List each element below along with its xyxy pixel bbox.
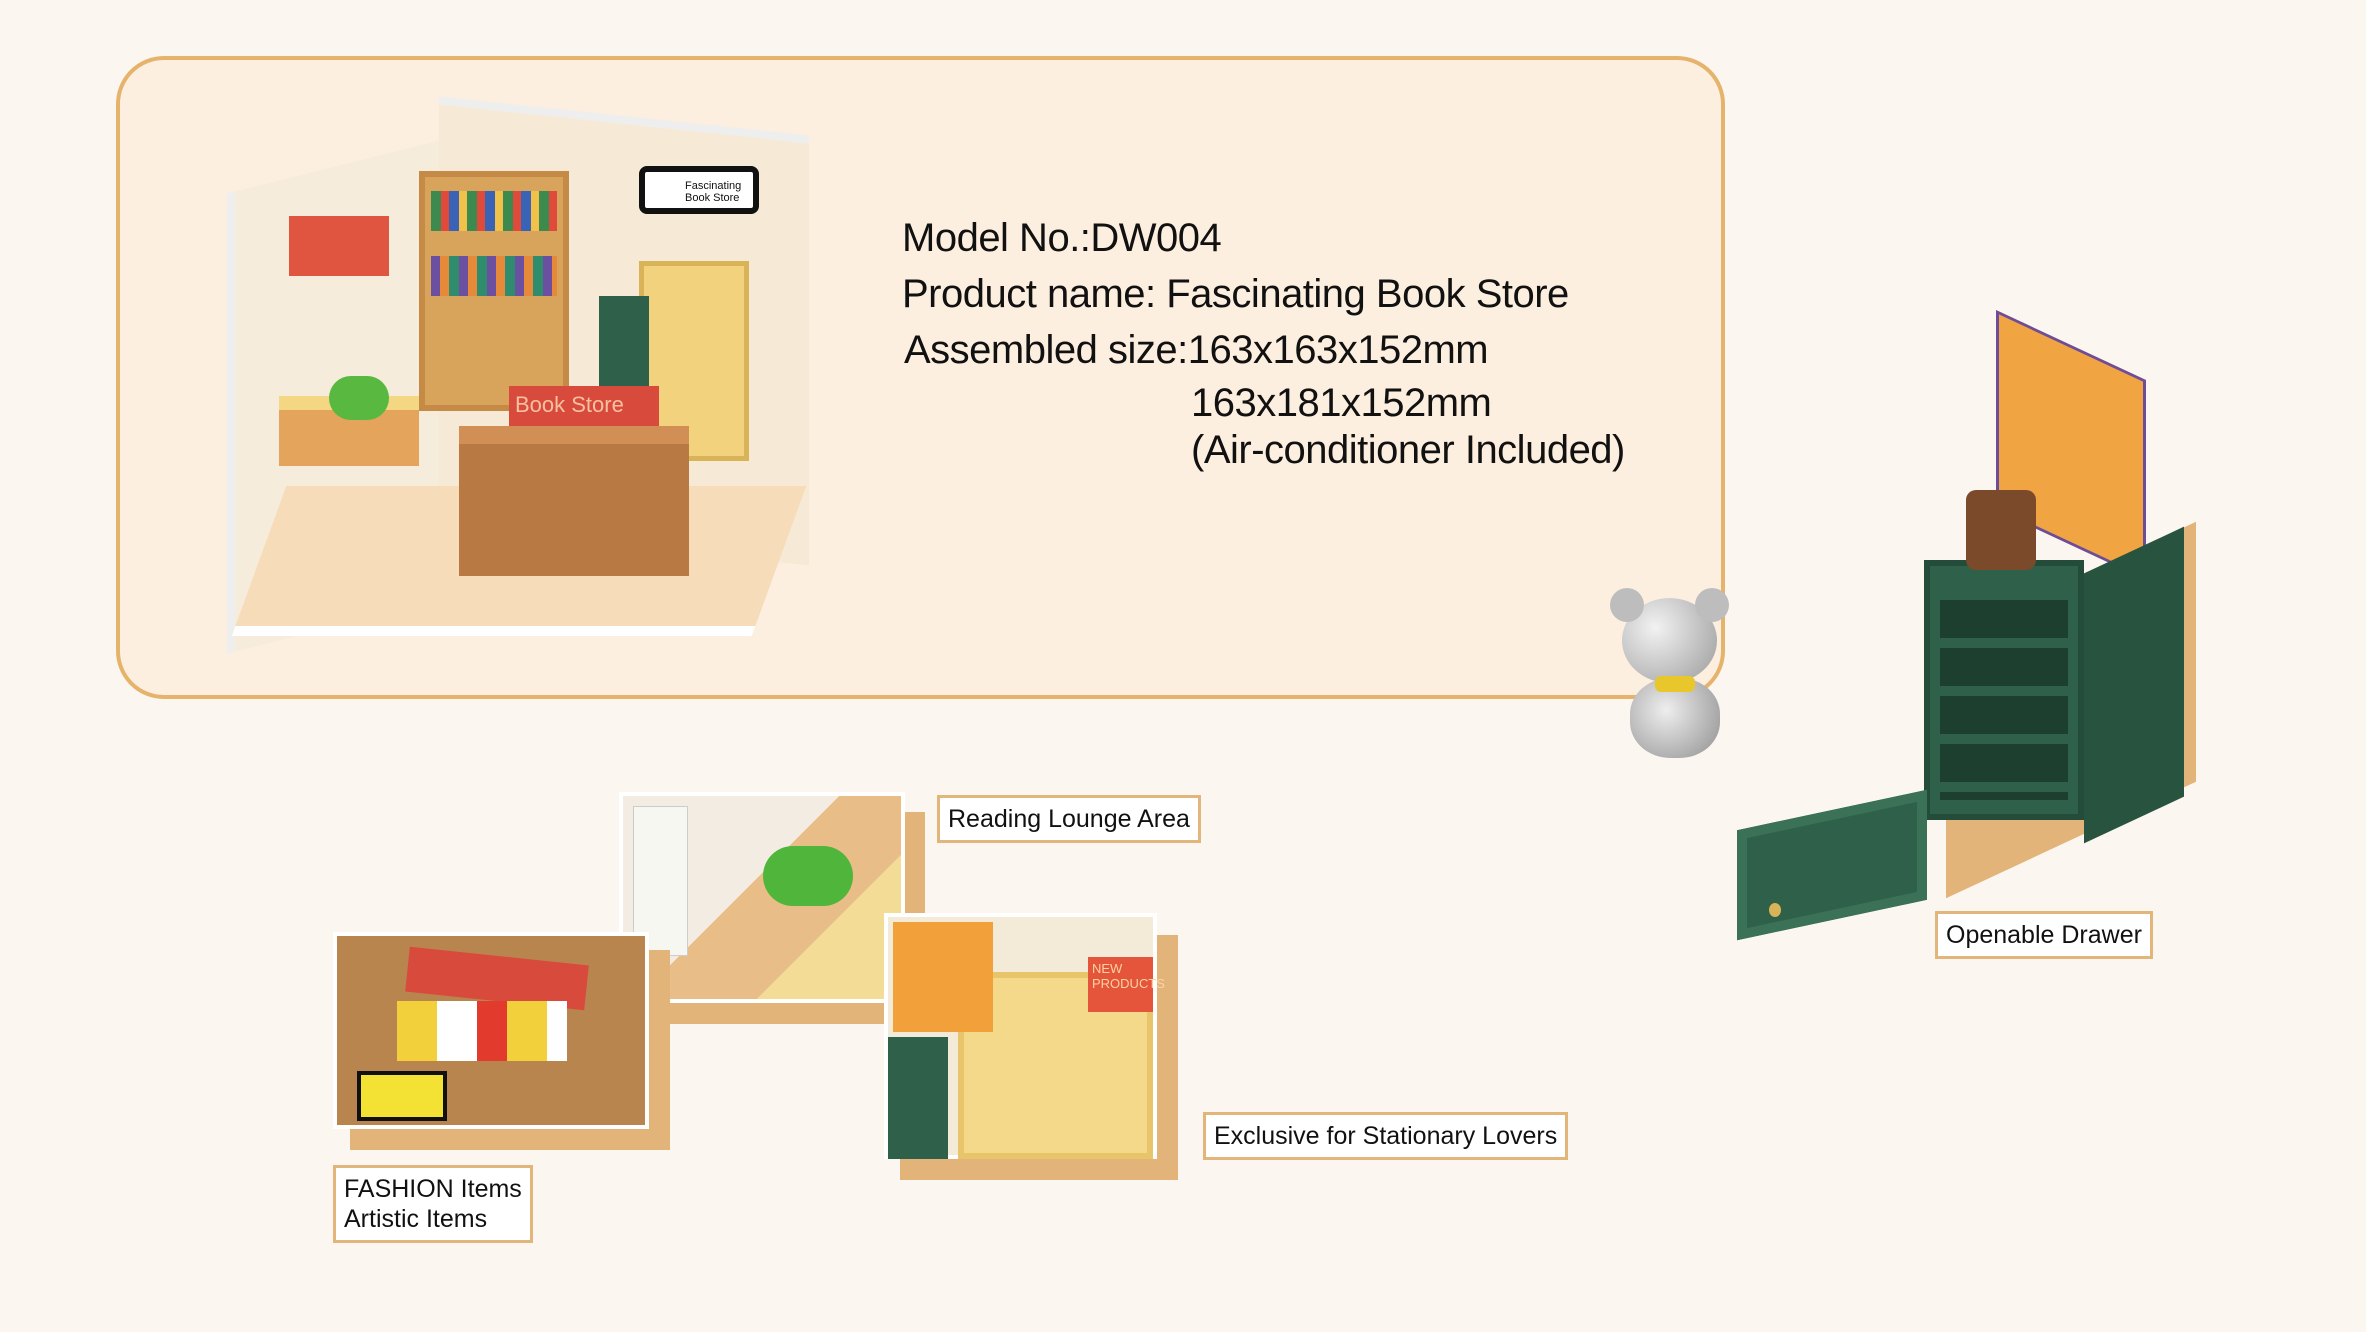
assembled-size: Assembled size:163x163x152mm [904, 328, 1489, 372]
stationary-label: Exclusive for Stationary Lovers [1203, 1112, 1569, 1160]
fashion-label-line2: Artistic Items [344, 1205, 488, 1233]
silver-bear-image [1600, 588, 1743, 762]
new-products-sign: NEW PRODUCTS [1088, 957, 1165, 1012]
size-note: (Air-conditioner Included) [1191, 428, 1625, 472]
model-number: Model No.:DW004 [902, 216, 1222, 260]
openable-drawer-label: Openable Drawer [1935, 911, 2153, 959]
dollhouse-image: Book Store Fascinating Book Store [219, 96, 815, 654]
assembled-size-alt: 163x181x152mm [1191, 381, 1492, 425]
fashion-items-label: FASHION Items Artistic Items [333, 1165, 533, 1243]
reading-lounge-label: Reading Lounge Area [937, 795, 1201, 843]
fashion-label-line1: FASHION Items [344, 1175, 522, 1203]
product-name: Product name: Fascinating Book Store [902, 272, 1569, 316]
fashion-items-photo [333, 932, 649, 1129]
drawer-image [1717, 785, 1947, 948]
store-bubble-sign: Fascinating Book Store [639, 166, 759, 214]
stationary-photo: NEW PRODUCTS [884, 913, 1165, 1159]
reading-lounge-photo [619, 792, 905, 1003]
counter-sign: Book Store [509, 386, 659, 426]
cabinet-image [1916, 310, 2210, 899]
